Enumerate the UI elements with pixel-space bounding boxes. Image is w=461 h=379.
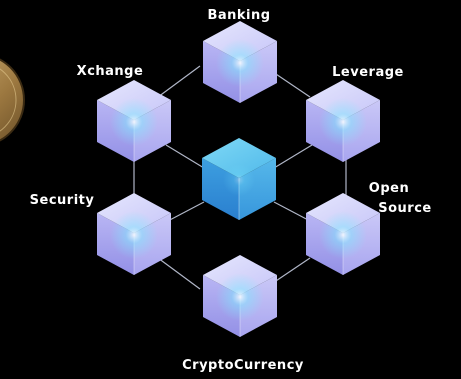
cube-security-glow: [110, 211, 158, 259]
cube-center-hub-glow: [223, 164, 255, 196]
label-cryptocurrency: CryptoCurrency: [182, 358, 304, 373]
spoke-center-leverage: [273, 144, 313, 169]
label-security: Security: [30, 193, 95, 208]
connector-xchange-banking: [157, 65, 201, 98]
cube-center-hub-top-face: [202, 138, 276, 178]
node-labels: Banking Leverage Open Source CryptoCurre…: [30, 8, 432, 373]
label-open-source-line1: Open: [369, 181, 409, 196]
label-xchange: Xchange: [77, 64, 144, 79]
cube-leverage-glow: [319, 98, 367, 146]
label-banking: Banking: [207, 8, 270, 23]
cube-banking-glow: [216, 39, 264, 87]
cube-open-source: [306, 193, 380, 275]
cube-group: [97, 21, 380, 337]
cube-banking: [203, 21, 277, 103]
label-open-source-line2: Source: [378, 201, 431, 216]
cube-cryptocurrency-glow: [216, 273, 264, 321]
cube-security: [97, 193, 171, 275]
cube-center-hub: [202, 138, 276, 220]
spoke-center-xchange: [165, 144, 205, 169]
spoke-center-opensource: [273, 201, 313, 223]
cube-leverage: [306, 80, 380, 162]
cube-cryptocurrency: [203, 255, 277, 337]
spoke-center-security: [165, 201, 205, 223]
label-leverage: Leverage: [332, 65, 404, 80]
cube-xchange-glow: [110, 98, 158, 146]
cube-xchange: [97, 80, 171, 162]
cube-open-source-glow: [319, 211, 367, 259]
logo-partial: [0, 58, 25, 142]
connector-cryptocurrency-security: [157, 257, 201, 290]
